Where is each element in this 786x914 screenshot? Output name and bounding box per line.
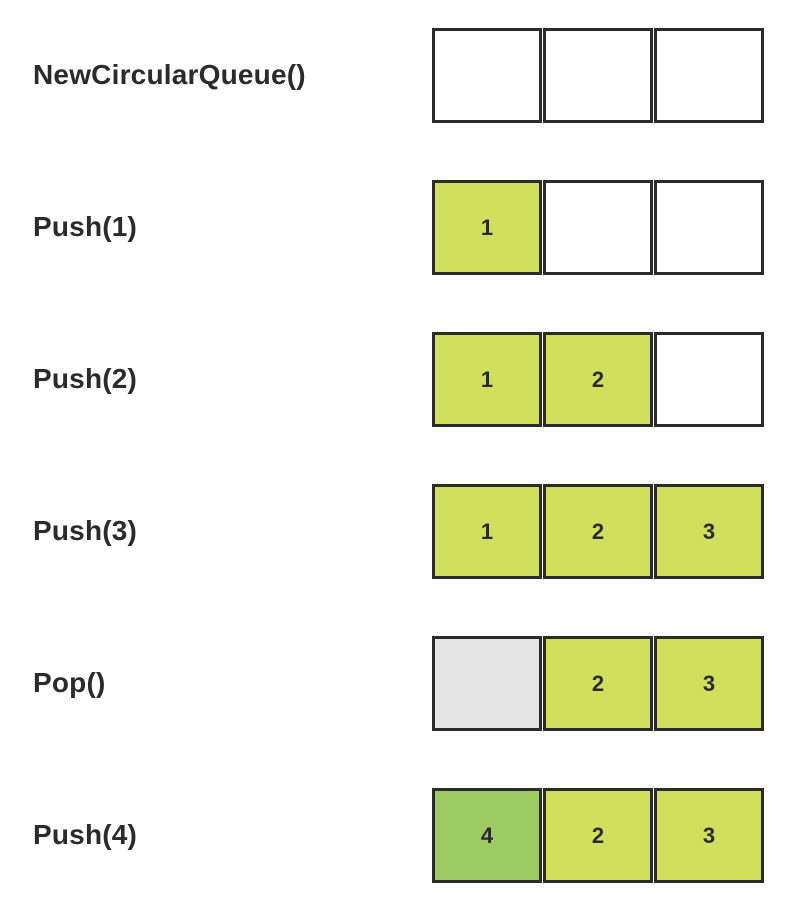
operation-label: Push(1)	[33, 211, 138, 243]
queue-cell: 2	[543, 636, 653, 731]
queue-array: 1 2 3	[432, 484, 764, 579]
operation-row: Push(2) 1 2	[33, 332, 786, 427]
queue-cell: 2	[543, 332, 653, 427]
queue-cell-value: 2	[591, 366, 605, 392]
queue-cell	[432, 28, 542, 123]
queue-cell	[432, 636, 542, 731]
queue-cell: 1	[432, 484, 542, 579]
queue-array	[432, 28, 764, 123]
operation-label: Push(4)	[33, 819, 138, 851]
queue-cell-value: 1	[480, 214, 494, 240]
operation-label: NewCircularQueue()	[33, 59, 306, 91]
queue-cell-value: 3	[702, 670, 716, 696]
queue-array: 4 2 3	[432, 788, 764, 883]
queue-cell-value: 1	[480, 518, 494, 544]
queue-cell: 1	[432, 180, 542, 275]
queue-cell: 3	[654, 788, 764, 883]
queue-cell: 2	[543, 484, 653, 579]
queue-cell-value: 2	[591, 822, 605, 848]
queue-cell: 3	[654, 636, 764, 731]
queue-cell	[654, 332, 764, 427]
operation-row: Push(4) 4 2 3	[33, 788, 786, 883]
queue-array: 1 2	[432, 332, 764, 427]
queue-cell-value: 4	[480, 822, 494, 848]
queue-cell-value: 2	[591, 670, 605, 696]
operation-row: NewCircularQueue()	[33, 28, 786, 123]
operation-row: Push(3) 1 2 3	[33, 484, 786, 579]
queue-cell	[654, 28, 764, 123]
queue-cell-value: 1	[480, 366, 494, 392]
queue-cell-value: 3	[702, 822, 716, 848]
queue-cell: 1	[432, 332, 542, 427]
queue-cell-value: 3	[702, 518, 716, 544]
queue-cell: 3	[654, 484, 764, 579]
queue-cell	[543, 180, 653, 275]
operations-list: NewCircularQueue() Push(1) 1 Push(2) 1 2…	[33, 28, 786, 883]
queue-array: 1	[432, 180, 764, 275]
queue-cell: 2	[543, 788, 653, 883]
operation-row: Push(1) 1	[33, 180, 786, 275]
queue-cell: 4	[432, 788, 542, 883]
operation-label: Push(2)	[33, 363, 138, 395]
operation-label: Push(3)	[33, 515, 138, 547]
queue-cell	[543, 28, 653, 123]
queue-array: 2 3	[432, 636, 764, 731]
queue-cell	[654, 180, 764, 275]
queue-cell-value: 2	[591, 518, 605, 544]
operation-row: Pop() 2 3	[33, 636, 786, 731]
operation-label: Pop()	[33, 667, 106, 699]
